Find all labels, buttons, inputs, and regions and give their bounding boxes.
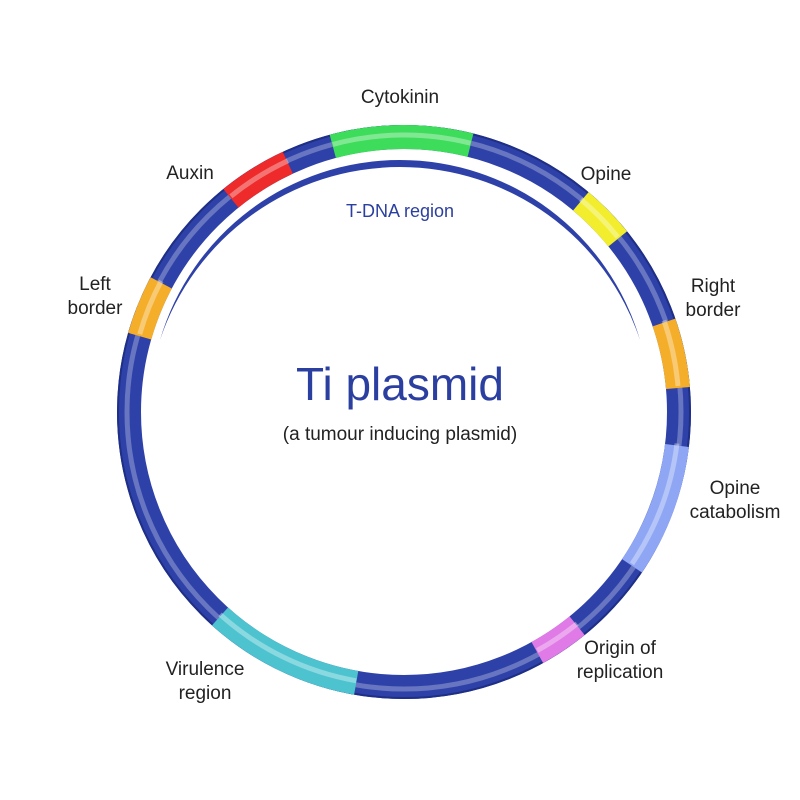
segment-highlight-virulence-region: [218, 612, 357, 684]
t-dna-region-label: T-DNA region: [345, 201, 455, 221]
segment-cytokinin: [329, 125, 474, 159]
diagram-title: Ti plasmid: [296, 358, 504, 410]
segment-highlight-left-border: [137, 279, 164, 335]
label-right-border: Right border: [685, 276, 741, 321]
label-cytokinin: Cytokinin: [360, 87, 440, 108]
label-opine: Opine: [580, 164, 632, 185]
segment-highlight-cytokinin: [332, 132, 472, 147]
diagram-subtitle: (a tumour inducing plasmid): [282, 424, 518, 445]
segment-origin-of-replication: [531, 616, 585, 663]
label-opine-catabolism: Opine catabolism: [689, 478, 781, 523]
segment-right-border: [652, 318, 690, 390]
label-auxin: Auxin: [166, 163, 214, 184]
segment-virulence-region: [211, 607, 359, 695]
segment-highlight-right-border: [661, 319, 681, 387]
segment-highlight-opine: [579, 197, 620, 239]
label-origin-of-replication: Origin of replication: [576, 638, 664, 683]
label-left-border: Left border: [67, 274, 123, 319]
segment-opine: [572, 192, 628, 247]
segment-left-border: [128, 277, 172, 340]
segment-opine-catabolism: [621, 443, 689, 573]
segment-highlight-opine-catabolism: [629, 443, 680, 566]
segment-auxin: [223, 151, 294, 208]
segment-highlight-origin-of-replication: [536, 621, 579, 653]
plasmid-segments: [128, 125, 690, 695]
segment-highlight-auxin: [229, 158, 289, 199]
label-virulence-region: Virulence region: [165, 659, 245, 704]
